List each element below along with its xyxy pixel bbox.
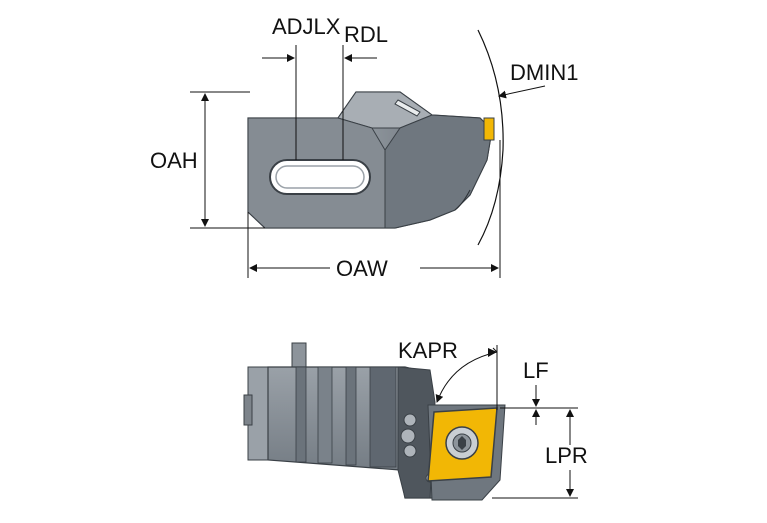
holder-front-face xyxy=(384,114,493,229)
label-kapr: KAPR xyxy=(398,338,458,363)
label-oah: OAH xyxy=(150,148,198,173)
bottom-dimensions xyxy=(435,345,578,499)
cutting-arc xyxy=(477,29,504,246)
top-dimensions xyxy=(190,45,546,278)
label-rdl: RDL xyxy=(344,22,388,47)
label-adjlx: ADJLX xyxy=(272,14,341,39)
clamp-head xyxy=(397,366,436,499)
top-view xyxy=(247,29,504,246)
label-oaw: OAW xyxy=(336,256,388,281)
locating-pin xyxy=(291,342,307,368)
label-dmin1: DMIN1 xyxy=(510,60,578,85)
label-lpr: LPR xyxy=(545,443,588,468)
top-screw-slot xyxy=(394,99,421,117)
insert-top xyxy=(483,117,495,141)
bottom-view xyxy=(243,342,506,501)
mounting-slot xyxy=(269,159,371,195)
label-lf: LF xyxy=(523,358,549,383)
